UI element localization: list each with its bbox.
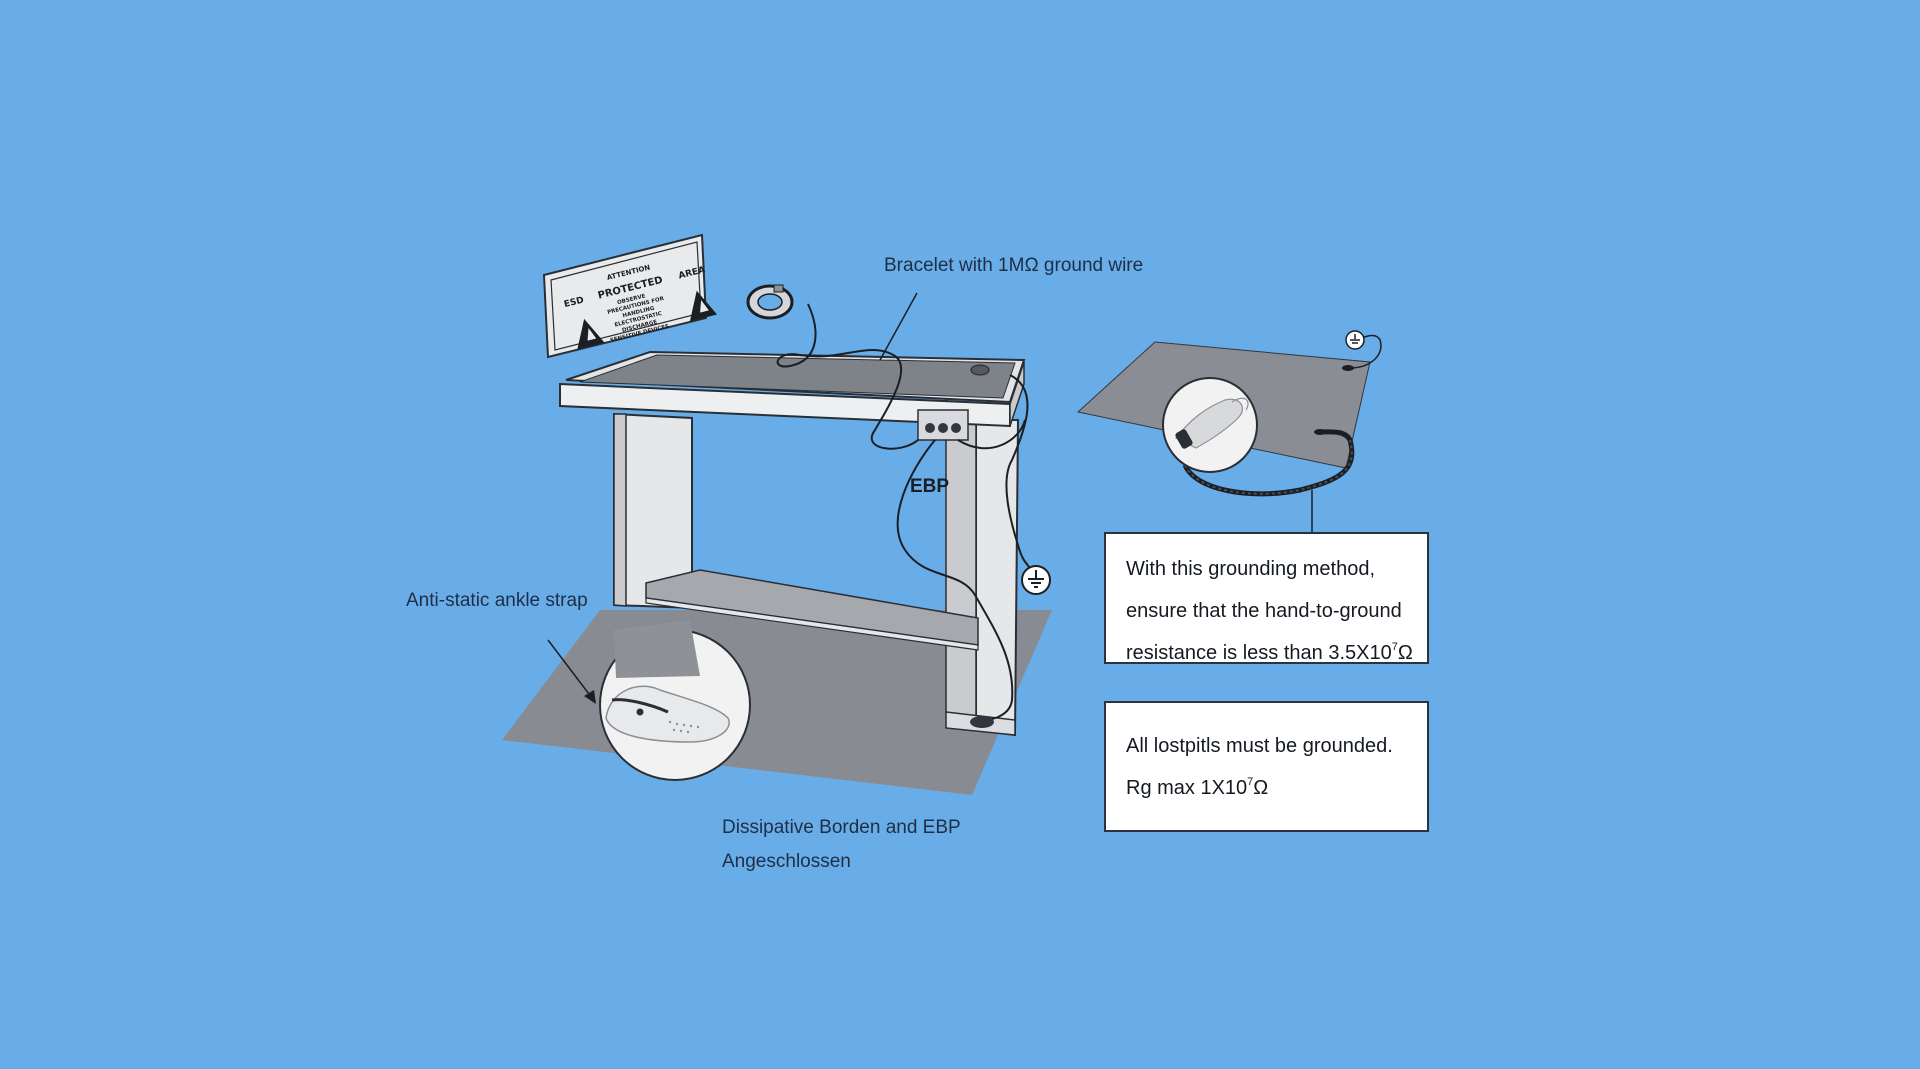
note-all-grounded: All lostpitls must be grounded. Rg max 1… (1104, 701, 1429, 832)
note-grounded-line2: Rg max 1X107Ω (1126, 776, 1269, 800)
wrist-strap-icon (746, 284, 794, 320)
ground-symbol-icon (1021, 565, 1051, 595)
note-hand-line3: resistance is less than 3.5X107Ω (1126, 641, 1413, 665)
floor-label-line1: Dissipative Borden and EBP (722, 817, 961, 838)
floor-label-line2: Angeschlossen (722, 851, 851, 872)
ankle-strap-magnifier (547, 620, 751, 781)
shoe-icon (605, 685, 730, 743)
note-hand-line2: ensure that the hand-to-ground (1126, 600, 1402, 622)
note-hand-to-ground: With this grounding method, ensure that … (1104, 532, 1429, 664)
ground-cables (776, 292, 1031, 722)
bracelet-label: Bracelet with 1MΩ ground wire (884, 255, 1144, 276)
hand-icon (1175, 397, 1249, 449)
note-hand-line1: With this grounding method, (1126, 558, 1376, 580)
wrist-grounding-scene (1076, 330, 1382, 532)
mat-ground-symbol-icon (1345, 330, 1365, 350)
esd-warning-sign: ATTENTION ESD PROTECTED AREA OBSERVE PRE… (542, 233, 718, 359)
ebp-label: EBP (910, 476, 949, 497)
sign-esd: ESD (563, 296, 585, 311)
note-grounded-line1: All lostpitls must be grounded. (1126, 735, 1393, 757)
ankle-strap-label: Anti-static ankle strap (406, 590, 588, 611)
